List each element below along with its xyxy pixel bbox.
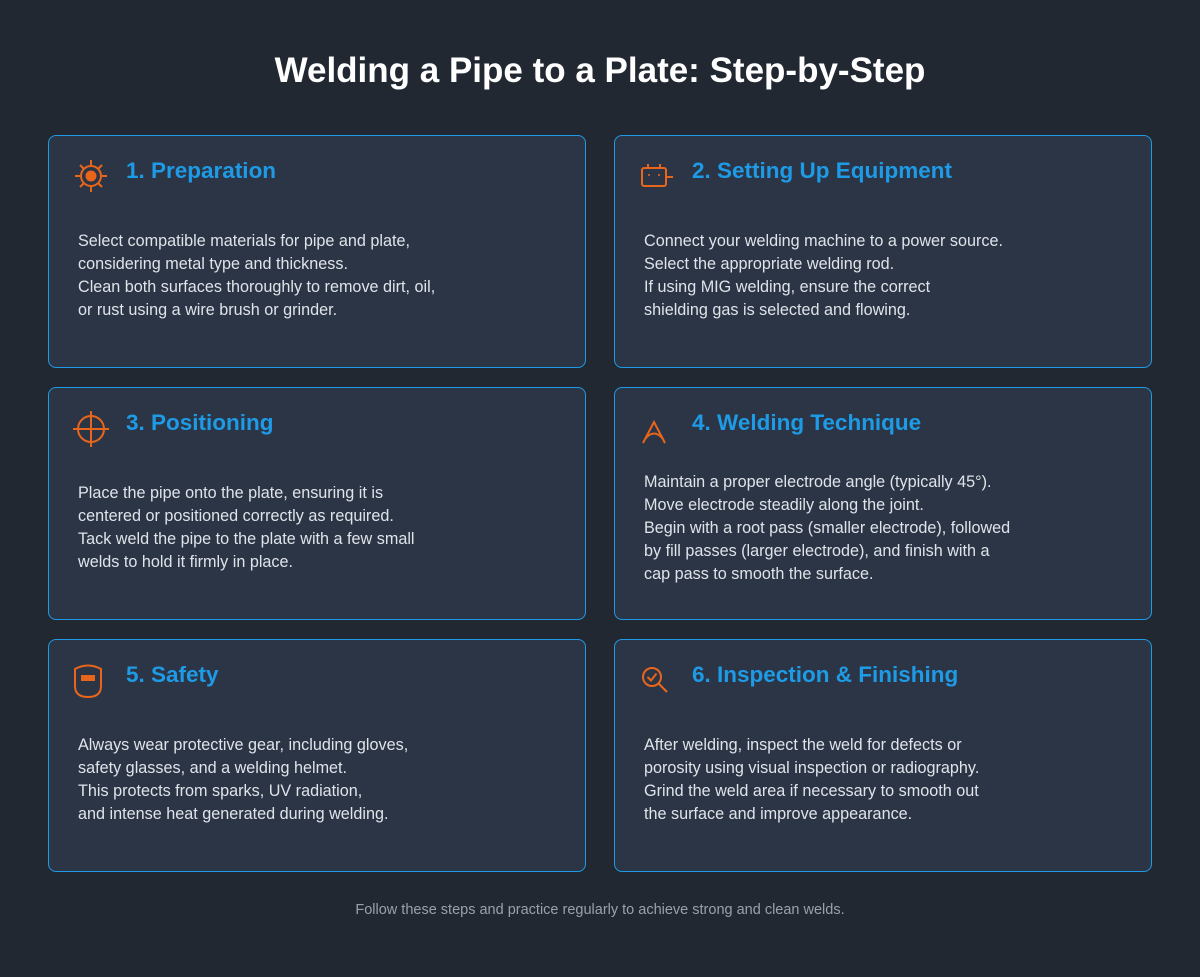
description-line: centered or positioned correctly as requ… (78, 507, 394, 525)
description-line: porosity using visual inspection or radi… (644, 759, 980, 777)
step-description: Connect your welding machine to a power … (644, 230, 1124, 322)
description-line: and intense heat generated during weldin… (78, 805, 389, 823)
description-line: Place the pipe onto the plate, ensuring … (78, 484, 384, 502)
description-line: shielding gas is selected and flowing. (644, 301, 911, 319)
step-heading: 5. Safety (126, 662, 219, 687)
crosshair-icon (71, 408, 111, 448)
welding-helmet-icon (71, 660, 111, 700)
description-line: Maintain a proper electrode angle (typic… (644, 473, 992, 491)
step-card-safety: 5. Safety Always wear protective gear, i… (48, 639, 586, 872)
description-line: After welding, inspect the weld for defe… (644, 736, 962, 754)
description-line: by fill passes (larger electrode), and f… (644, 542, 990, 560)
description-line: the surface and improve appearance. (644, 805, 913, 823)
step-heading: 2. Setting Up Equipment (692, 158, 953, 183)
description-line: cap pass to smooth the surface. (644, 565, 874, 583)
footer-note: Follow these steps and practice regularl… (355, 902, 845, 918)
description-line: Tack weld the pipe to the plate with a f… (78, 530, 415, 548)
page-title: Welding a Pipe to a Plate: Step-by-Step (274, 51, 926, 90)
description-line: safety glasses, and a welding helmet. (78, 759, 348, 777)
description-line: or rust using a wire brush or grinder. (78, 301, 338, 319)
description-line: considering metal type and thickness. (78, 255, 348, 273)
step-heading: 1. Preparation (126, 158, 277, 183)
description-line: Grind the weld area if necessary to smoo… (644, 782, 979, 800)
step-heading: 6. Inspection & Finishing (692, 662, 959, 687)
step-description: Always wear protective gear, including g… (78, 734, 558, 826)
magnifier-check-icon (637, 660, 677, 700)
description-line: If using MIG welding, ensure the correct (644, 278, 931, 296)
sun-gear-icon (71, 156, 111, 196)
step-description: Maintain a proper electrode angle (typic… (644, 471, 1124, 586)
description-line: Clean both surfaces thoroughly to remove… (78, 278, 436, 296)
description-line: Move electrode steadily along the joint. (644, 496, 924, 514)
description-line: Select the appropriate welding rod. (644, 255, 895, 273)
step-card-preparation: 1. Preparation Select compatible materia… (48, 135, 586, 368)
battery-plug-icon (637, 156, 677, 196)
electrode-angle-icon (637, 408, 677, 448)
description-line: Begin with a root pass (smaller electrod… (644, 519, 1011, 537)
step-card-inspection-finishing: 6. Inspection & Finishing After welding,… (614, 639, 1152, 872)
description-line: This protects from sparks, UV radiation, (78, 782, 363, 800)
step-heading: 3. Positioning (126, 410, 274, 435)
description-line: Connect your welding machine to a power … (644, 232, 1004, 250)
description-line: Always wear protective gear, including g… (78, 736, 409, 754)
step-description: Select compatible materials for pipe and… (78, 230, 558, 322)
step-heading: 4. Welding Technique (692, 410, 922, 435)
step-card-positioning: 3. Positioning Place the pipe onto the p… (48, 387, 586, 620)
step-card-welding-technique: 4. Welding Technique Maintain a proper e… (614, 387, 1152, 620)
step-card-setting-up-equipment: 2. Setting Up Equipment Connect your wel… (614, 135, 1152, 368)
description-line: welds to hold it firmly in place. (78, 553, 294, 571)
step-description: After welding, inspect the weld for defe… (644, 734, 1124, 826)
description-line: Select compatible materials for pipe and… (78, 232, 411, 250)
step-description: Place the pipe onto the plate, ensuring … (78, 482, 558, 574)
